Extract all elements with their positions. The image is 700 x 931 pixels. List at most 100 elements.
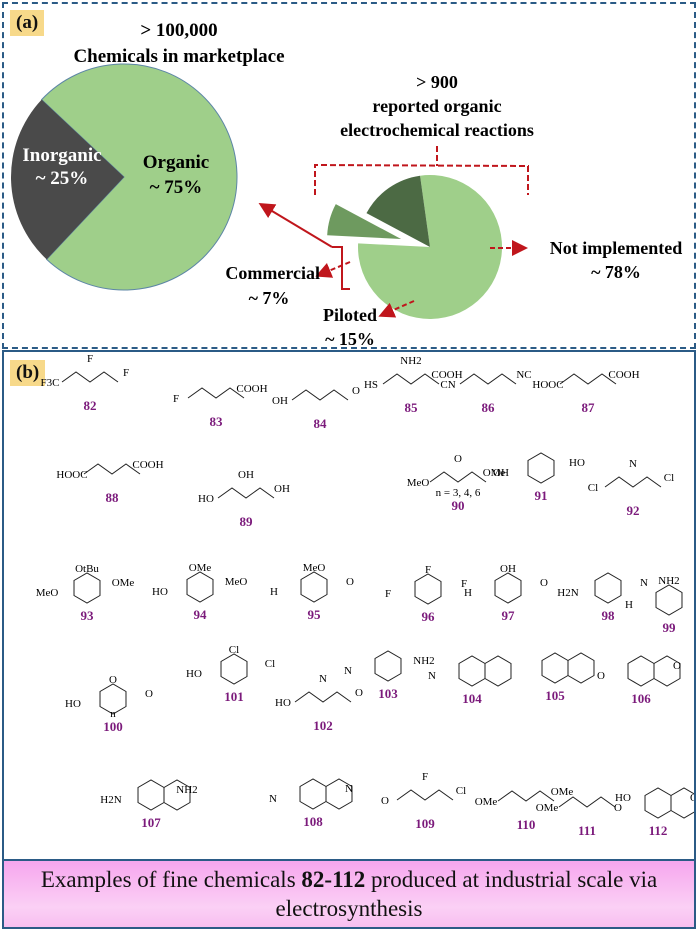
functional-group: HO (198, 493, 214, 505)
functional-group: MeO (407, 477, 430, 489)
compound-number: 88 (106, 490, 120, 505)
compound-number: 90 (452, 498, 465, 513)
reactions-bracket (314, 146, 529, 195)
functional-group: N (629, 458, 637, 470)
functional-group: N (319, 673, 327, 685)
functional-group: OMe (112, 577, 135, 589)
compound-112: OO112 (614, 787, 694, 838)
ring-bond (374, 650, 402, 682)
functional-group: Cl (588, 482, 598, 494)
ring-bond (300, 571, 328, 603)
compound-number: 91 (535, 488, 548, 503)
piloted-label: Piloted (323, 305, 377, 325)
compound-number: 94 (194, 607, 208, 622)
ring-bond (325, 778, 353, 810)
functional-group: O (352, 385, 360, 397)
compound-number: 103 (378, 686, 398, 701)
ring-bond (163, 779, 191, 811)
commercial-bracket (258, 202, 350, 290)
functional-group: N (345, 783, 353, 795)
compound-number: 82 (84, 398, 97, 413)
functional-group: O (597, 670, 605, 682)
functional-group: COOH (132, 459, 163, 471)
functional-group: H2N (557, 587, 578, 599)
reactions-pie (327, 174, 503, 319)
functional-group: HO (275, 697, 291, 709)
not-implemented-label: Not implemented (550, 238, 682, 258)
market-pie (10, 63, 238, 291)
compound-number: 95 (308, 607, 322, 622)
chain-bond (429, 471, 487, 483)
chain-bond (497, 790, 555, 802)
functional-group: OMe (551, 786, 574, 798)
compound-number: 99 (663, 620, 677, 635)
functional-group: HS (364, 379, 378, 391)
compound-number: 109 (415, 816, 435, 831)
compound-87: HOOC COOH 87 (532, 369, 639, 415)
ring-bond (527, 452, 555, 484)
functional-group: H (464, 587, 472, 599)
ring-bond (220, 653, 248, 685)
functional-group: OMe (483, 467, 506, 479)
compound-number: 93 (81, 608, 95, 623)
ring-bond (73, 572, 101, 604)
market-title-line2: Chemicals in marketplace (73, 46, 284, 67)
not-implemented-value: ~ 78% (591, 262, 641, 282)
piloted-arrow (378, 300, 415, 318)
functional-group: OMe (536, 802, 559, 814)
compound-number: 100 (103, 719, 123, 734)
functional-group: NC (516, 369, 531, 381)
functional-group: H (270, 586, 278, 598)
panel-a-label: (a) (10, 10, 45, 36)
reactions-title-line1: > 900 (416, 72, 458, 92)
functional-group: MeO (36, 587, 59, 599)
functional-group: O (381, 795, 389, 807)
functional-group: N (344, 665, 352, 677)
functional-group: Cl (265, 658, 275, 670)
ring-bond (484, 655, 512, 687)
functional-group: O (614, 802, 622, 814)
compound-99: HONH299 (625, 575, 683, 635)
pie-slice-piloted (366, 175, 430, 247)
panel-a: (a) > 100,000 Chemicals in marketplace I… (2, 2, 696, 349)
caption: Examples of fine chemicals 82-112 produc… (4, 859, 694, 927)
compound-number: 87 (582, 400, 596, 415)
compound-number: 108 (303, 814, 323, 829)
functional-group: F (425, 564, 431, 576)
functional-group: O (673, 660, 681, 672)
compound-number: 96 (422, 609, 436, 624)
functional-group: NH2 (400, 355, 421, 367)
functional-group: Cl (664, 472, 674, 484)
functional-group: MeO (225, 576, 248, 588)
functional-group: HOOC (56, 469, 87, 481)
compound-91: OH HO 91 (493, 452, 585, 503)
inorganic-value: ~ 25% (36, 168, 89, 189)
compound-number: 92 (627, 503, 640, 518)
chain-bond (83, 463, 141, 475)
functional-group: COOH (431, 369, 462, 381)
functional-group: HO (569, 457, 585, 469)
functional-group: COOH (236, 383, 267, 395)
chain-bond (61, 371, 119, 383)
ring-bond (494, 572, 522, 604)
chain-bond (382, 373, 440, 385)
piloted-value: ~ 15% (325, 329, 375, 347)
functional-group: O (690, 792, 694, 804)
functional-group: HOOC (532, 379, 563, 391)
functional-group: COOH (608, 369, 639, 381)
functional-group: F (422, 771, 428, 783)
panel-b-label: (b) (10, 360, 46, 386)
pie-slice-organic (40, 63, 238, 291)
functional-group: OH (493, 467, 509, 479)
